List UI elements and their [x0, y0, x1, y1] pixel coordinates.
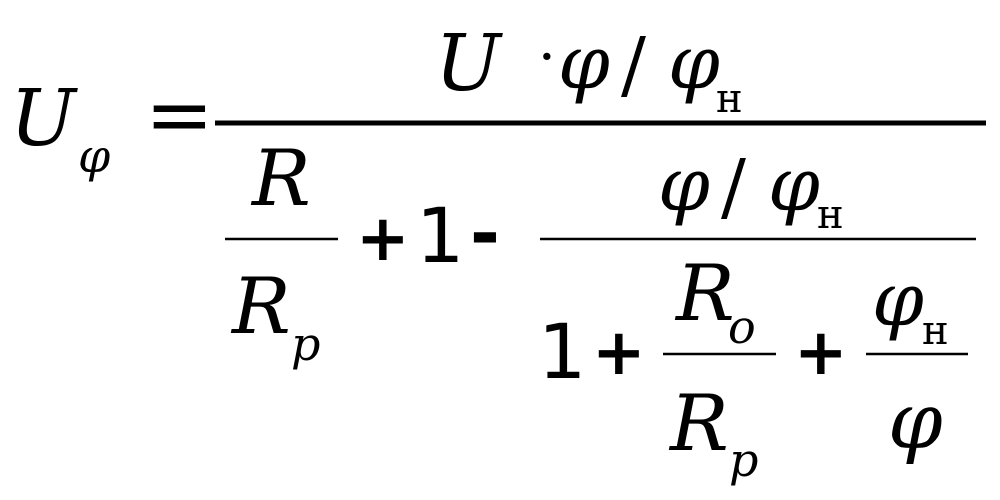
- inner-plus-a: +: [592, 316, 646, 390]
- one-term: 1: [416, 191, 464, 280]
- plus-one: +: [356, 202, 410, 276]
- numerator-u: U: [435, 19, 503, 109]
- inner-one: 1: [538, 307, 586, 396]
- minus-sign: -: [470, 191, 500, 275]
- big-frac-num-phi-n-sub: н: [817, 192, 844, 238]
- ro-denominator-r: R: [668, 379, 729, 469]
- big-frac-num-phi: φ: [658, 142, 710, 228]
- inner-plus-b: +: [794, 316, 848, 390]
- phi-frac-numerator: φ: [872, 257, 924, 343]
- ro-denominator-sub: p: [729, 433, 758, 487]
- ro-numerator-r: R: [674, 249, 735, 339]
- lhs-symbol: U: [10, 74, 78, 164]
- phi-frac-numerator-sub: н: [922, 308, 949, 354]
- lhs-subscript: φ: [78, 129, 111, 183]
- frac1-denominator-sub: p: [291, 317, 320, 371]
- ro-numerator-sub: o: [728, 300, 756, 354]
- equals-sign: =: [145, 68, 214, 163]
- frac1-numerator-r: R: [250, 134, 311, 224]
- phi-frac-denominator: φ: [888, 377, 943, 467]
- frac1-denominator-r: R: [230, 262, 291, 352]
- big-frac-num-slash: /: [721, 144, 746, 230]
- numerator-phi-n-sub: н: [716, 76, 743, 122]
- big-frac-num-phi-n: φ: [768, 142, 820, 228]
- numerator-phi-n: φ: [668, 20, 720, 106]
- numerator-phi: φ: [558, 20, 610, 106]
- numerator-slash: /: [621, 22, 646, 108]
- numerator-dot: ·: [538, 25, 556, 90]
